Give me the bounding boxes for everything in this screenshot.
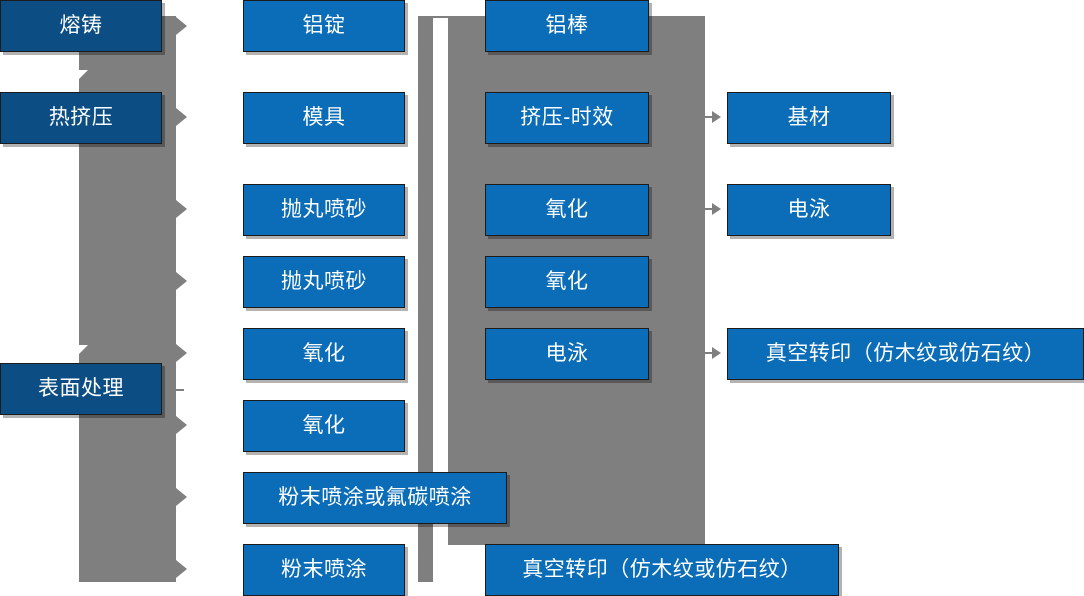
notch-down-surface <box>70 345 88 354</box>
arrow-left-to-c2-5 <box>176 344 187 362</box>
process-box-c2-7[interactable]: 粉末喷涂或氟碳喷涂 <box>243 472 507 524</box>
process-box-c2-5[interactable]: 氧化 <box>243 328 405 380</box>
arrow-line-c3-3 <box>700 208 714 210</box>
rail-tick-3 <box>433 209 448 211</box>
stage-box-melting[interactable]: 熔铸 <box>0 0 162 52</box>
process-box-c3-6[interactable]: 真空转印（仿木纹或仿石纹） <box>485 544 839 596</box>
arrow-c3-5-to-c4-3 <box>712 347 721 359</box>
process-box-c2-1[interactable]: 铝锭 <box>243 0 405 52</box>
arrow-left-to-c2-8 <box>176 560 187 578</box>
process-box-c2-3[interactable]: 抛丸喷砂 <box>243 184 405 236</box>
rail-tick-4 <box>433 281 448 283</box>
process-box-c3-1[interactable]: 铝棒 <box>485 0 649 52</box>
arrow-left-to-c2-3 <box>176 200 187 218</box>
process-box-c4-1[interactable]: 基材 <box>727 92 891 144</box>
arrow-left-to-c2-6 <box>176 416 187 434</box>
process-box-c3-4[interactable]: 氧化 <box>485 256 649 308</box>
process-box-c3-2[interactable]: 挤压-时效 <box>485 92 649 144</box>
arrow-left-to-c2-2 <box>176 108 187 126</box>
process-box-c4-3[interactable]: 真空转印（仿木纹或仿石纹） <box>727 328 1084 380</box>
arrow-line-c3-2 <box>700 116 714 118</box>
process-box-c3-3[interactable]: 氧化 <box>485 184 649 236</box>
process-box-c4-2[interactable]: 电泳 <box>727 184 891 236</box>
stage-box-surface[interactable]: 表面处理 <box>0 363 162 415</box>
connector-rail-narrow <box>418 16 433 582</box>
stage-box-extrusion[interactable]: 热挤压 <box>0 92 162 144</box>
process-box-c2-4[interactable]: 抛丸喷砂 <box>243 256 405 308</box>
rail-tick-2 <box>433 117 448 119</box>
rail-link-top <box>433 16 449 18</box>
process-box-c2-2[interactable]: 模具 <box>243 92 405 144</box>
process-box-c3-5[interactable]: 电泳 <box>485 328 649 380</box>
arrow-left-to-c2-7 <box>176 488 187 506</box>
process-box-c2-6[interactable]: 氧化 <box>243 400 405 452</box>
arrow-left-to-c2-1 <box>176 17 187 35</box>
arrow-line-c3-5 <box>700 352 714 354</box>
arrow-left-to-c2-4 <box>176 272 187 290</box>
arrow-c3-2-to-c4-1 <box>712 111 721 123</box>
process-box-c2-8[interactable]: 粉末喷涂 <box>243 544 405 596</box>
rail-tick-6 <box>433 568 448 570</box>
rail-tick-5 <box>433 353 448 355</box>
arrow-c3-3-to-c4-2 <box>712 203 721 215</box>
connector-surface-stub <box>164 389 184 391</box>
notch-down-melting <box>70 70 88 79</box>
